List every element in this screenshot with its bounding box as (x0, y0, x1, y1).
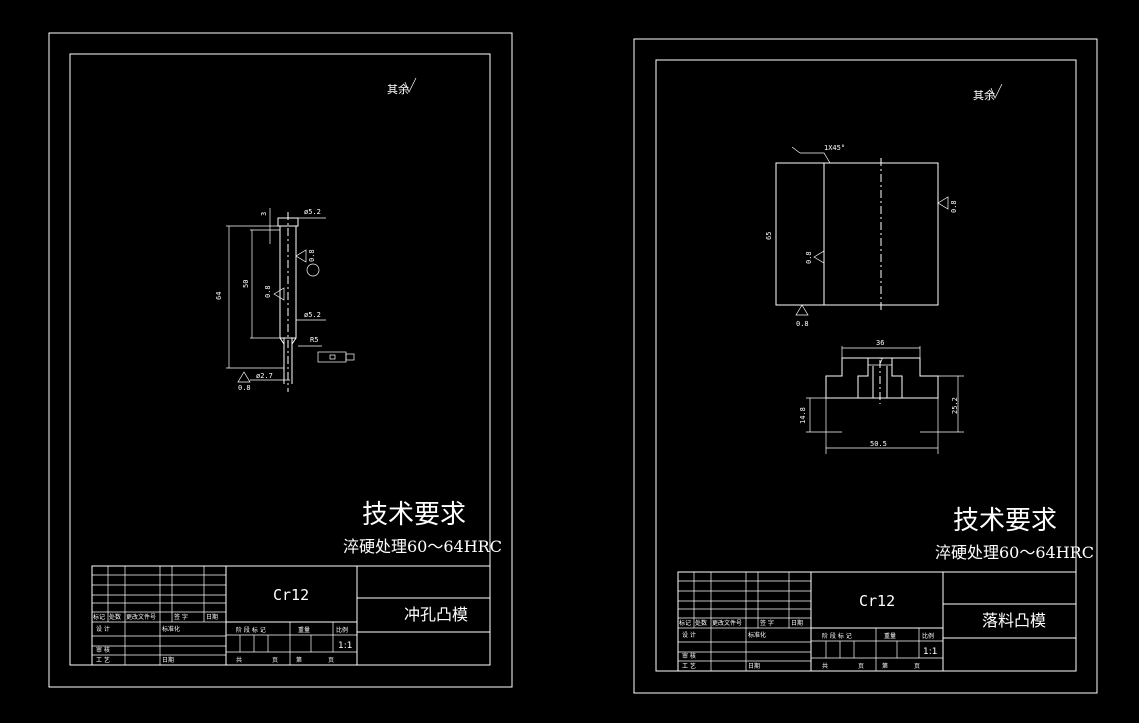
tb-date2: 日期 (748, 662, 760, 670)
tech-req-title: 技术要求 (953, 506, 1057, 536)
sheet-1-surface-note: 其余 (387, 77, 417, 96)
punch-drawing: 64 50 3 ø5.2 ø5.2 R5 ø2.7 0.8 0.8 0.8 (215, 208, 355, 392)
tech-req-line: 淬硬处理60～64HRC (343, 537, 502, 556)
tb-review: 审 核 (682, 652, 696, 660)
tb-doc: 更改文件号 (712, 619, 742, 627)
sheet-2-title-block: 标记 处数 更改文件号 签 字 日期 设 计 标准化 审 核 工 艺 日期 阶 … (677, 571, 1077, 672)
detail-circle (306, 263, 320, 277)
material-label: Cr12 (273, 586, 309, 604)
sheet-2-outer-border (633, 38, 1098, 694)
rough-c: 0.8 (238, 384, 251, 392)
chamfer-leader (791, 146, 831, 164)
material-label: Cr12 (859, 592, 895, 610)
surface-note-text: 其余 (387, 82, 409, 96)
part-name: 落料凸模 (982, 611, 1046, 630)
tb-sign: 签 字 (174, 613, 188, 621)
tb-ratio: 比例 (922, 632, 934, 640)
sheet-2-inner-border (655, 59, 1077, 672)
tb-page-of: 第 (296, 656, 302, 664)
roughness-mark-b (273, 287, 285, 301)
dim-height: 65 (765, 232, 773, 240)
tb-std: 标准化 (162, 625, 180, 633)
tb-sheet2: 页 (914, 663, 920, 670)
sheet-1-inner-border (69, 53, 491, 666)
tech-req-title: 技术要求 (362, 500, 466, 530)
tb-craft: 工 艺 (96, 656, 110, 664)
tb-sheet2: 页 (328, 657, 334, 664)
detail-key (317, 351, 347, 363)
punch-tip (279, 337, 297, 384)
dim-diameter-mid: ø5.2 (304, 311, 321, 319)
dim-height-right: 25.2 (951, 397, 959, 414)
punch-body (279, 225, 297, 339)
dim-slot: 7 (879, 357, 883, 365)
tb-count: 处数 (109, 613, 121, 621)
dim-len-head: 3 (260, 212, 268, 216)
sheet-1-title-block: 标记 处数 更改文件号 签 字 日期 设 计 标准化 审 核 工 艺 日期 阶 … (91, 565, 491, 666)
tb-stage: 阶 段 标 记 (236, 626, 266, 634)
tb-craft: 工 艺 (682, 662, 696, 670)
dim-len-total: 64 (215, 292, 223, 300)
surface-note-text: 其余 (973, 88, 995, 102)
tb-design: 设 计 (682, 631, 696, 639)
tb-date2: 日期 (162, 656, 174, 664)
tb-total: 共 (236, 656, 242, 664)
sheet-2: 其余 1X45° 65 0.8 0.8 0.8 (633, 38, 1098, 694)
tb-design: 设 计 (96, 625, 110, 633)
blanking-punch-top-view: 36 7 50.5 25.2 14.8 (799, 339, 964, 454)
tb-mark: 标记 (679, 619, 691, 627)
roughness-mark-c (795, 304, 809, 316)
part-name: 冲孔凸模 (404, 605, 468, 624)
dim-height-left: 14.8 (799, 407, 807, 424)
tb-doc: 更改文件号 (126, 613, 156, 621)
roughness-symbol (990, 83, 1003, 99)
tb-ratio: 比例 (336, 626, 348, 634)
tb-scale: 1:1 (923, 647, 937, 657)
tb-date: 日期 (206, 613, 218, 621)
tb-sheet: 页 (272, 657, 278, 664)
dim-diameter-tip: ø2.7 (256, 372, 273, 380)
roughness-mark-a (295, 249, 307, 263)
rough-a: 0.8 (308, 249, 316, 262)
roughness-symbol (404, 77, 417, 93)
blanking-punch-front-view: 1X45° 65 0.8 0.8 0.8 (765, 144, 958, 328)
rough-c: 0.8 (796, 320, 809, 328)
dim-width-top: 36 (876, 339, 884, 347)
tb-page-of: 第 (882, 662, 888, 670)
tb-review: 审 核 (96, 646, 110, 654)
roughness-mark-b (813, 250, 825, 264)
sheet-2-surface-note: 其余 (973, 83, 1003, 102)
tb-count: 处数 (695, 619, 707, 627)
dim-radius: R5 (310, 336, 318, 344)
punch-outline (775, 162, 939, 306)
rough-b: 0.8 (264, 285, 272, 298)
tb-std: 标准化 (748, 631, 766, 639)
tb-date: 日期 (791, 619, 803, 627)
tb-scale: 1:1 (338, 641, 352, 651)
rough-a: 0.8 (950, 200, 958, 213)
tb-mark: 标记 (93, 613, 105, 621)
sheet-1-outer-border (48, 32, 513, 688)
dim-chamfer: 1X45° (824, 144, 845, 152)
roughness-mark-a (937, 196, 949, 210)
rough-b: 0.8 (805, 251, 813, 264)
tb-sheet: 页 (858, 663, 864, 670)
sheet-1: 其余 64 50 3 ø5 (48, 32, 513, 688)
roughness-mark-c (237, 371, 251, 383)
tb-total: 共 (822, 662, 828, 670)
tb-sign: 签 字 (760, 619, 774, 627)
tb-weight: 重量 (298, 626, 310, 634)
dim-len-body: 50 (242, 280, 250, 288)
tech-req-line: 淬硬处理60～64HRC (935, 543, 1094, 562)
tb-weight: 重量 (884, 632, 896, 640)
dim-width-bottom: 50.5 (870, 440, 887, 448)
tb-stage: 阶 段 标 记 (822, 632, 852, 640)
dim-diameter-top: ø5.2 (304, 208, 321, 216)
